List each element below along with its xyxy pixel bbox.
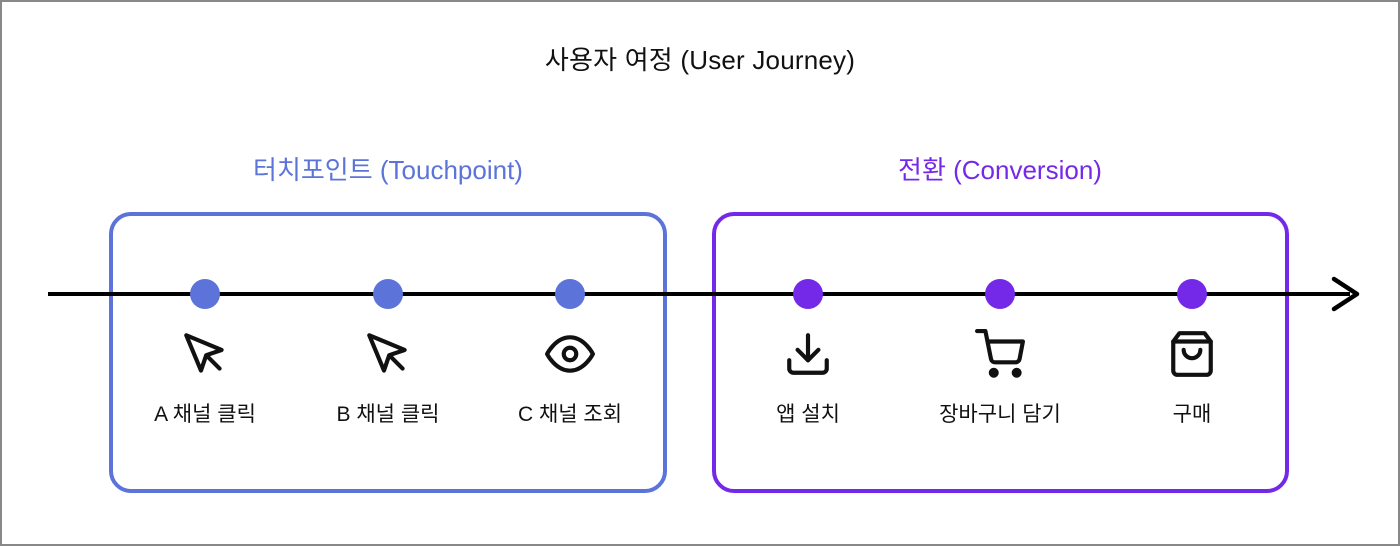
shopping-bag-icon bbox=[1171, 331, 1213, 377]
item-label-a-channel-click: A 채널 클릭 bbox=[154, 403, 256, 426]
item-label-b-channel-click: B 채널 클릭 bbox=[336, 403, 440, 426]
shopping-cart-icon bbox=[975, 329, 1025, 378]
item-label-c-channel-view: C 채널 조회 bbox=[517, 403, 623, 426]
timeline-dot-2 bbox=[373, 279, 403, 309]
item-label-purchase: 구매 bbox=[1172, 403, 1212, 426]
group-label-touchpoint: 터치포인트 (Touchpoint) bbox=[253, 155, 523, 185]
timeline-axis bbox=[48, 276, 1360, 312]
diagram-title: 사용자 여정 (User Journey) bbox=[544, 45, 856, 75]
timeline-dot-6 bbox=[1177, 279, 1207, 309]
item-label-add-to-cart: 장바구니 담기 bbox=[939, 403, 1061, 426]
timeline-dot-3 bbox=[555, 279, 585, 309]
timeline-dot-1 bbox=[190, 279, 220, 309]
group-label-conversion: 전환 (Conversion) bbox=[898, 155, 1102, 185]
eye-icon bbox=[545, 335, 595, 373]
mouse-pointer-icon bbox=[367, 333, 407, 373]
group-box-touchpoint bbox=[109, 212, 667, 493]
mouse-pointer-icon bbox=[184, 333, 224, 373]
download-icon bbox=[787, 333, 829, 375]
arrow-right-icon bbox=[1331, 276, 1360, 312]
timeline-dot-5 bbox=[985, 279, 1015, 309]
group-box-conversion bbox=[712, 212, 1289, 493]
timeline-dot-4 bbox=[793, 279, 823, 309]
item-label-app-install: 앱 설치 bbox=[776, 403, 840, 426]
